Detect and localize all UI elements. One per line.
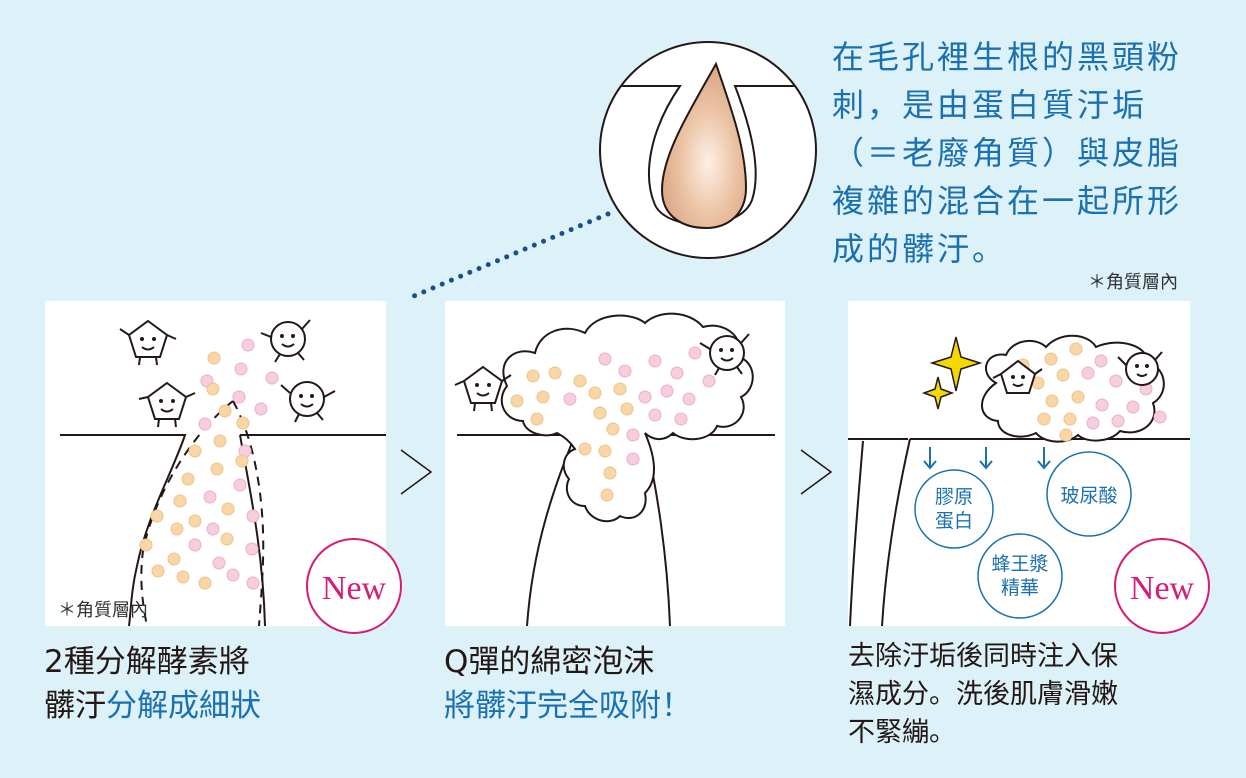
callout-line: 在毛孔裡生根的黑頭粉 [832,38,1183,76]
enzyme-character-pentagon [454,365,512,412]
particle-cluster [510,346,716,502]
enzyme-character-round [699,333,750,376]
panel-foam-absorption [445,301,785,626]
chevron-right-icon [800,449,833,495]
svg-text:玻尿酸: 玻尿酸 [1060,485,1117,507]
caption-line: 濕成分。洗後肌膚滑嫩 [848,679,1118,710]
foam-cloud [500,312,754,523]
svg-text:蛋白: 蛋白 [935,510,973,532]
callout-line: 複雜的混合在一起所形 [832,182,1183,220]
enzyme-character-pentagon [119,319,177,366]
down-arrow-icon [979,447,993,470]
enzyme-character-round [280,381,336,423]
enzyme-character-round [1117,351,1163,386]
svg-text:精華: 精華 [1001,577,1039,599]
caption-line: 髒汙分解成細狀 [44,688,261,724]
enzyme-character-pentagon [138,381,196,428]
blackhead-plug [660,61,748,230]
ingredient-hyaluronic-acid: 玻尿酸 [1046,451,1132,537]
stratum-note-top: ＊角質層內 [1088,272,1178,293]
svg-text:膠原: 膠原 [935,486,973,508]
caption-panel3: 去除汙垢後同時注入保 濕成分。洗後肌膚滑嫩 不緊繃。 [848,638,1118,752]
callout-line: 成的髒汙。 [832,230,1008,268]
caption-panel2: Q彈的綿密泡沫 將髒汙完全吸附！ [444,640,692,728]
particle-cluster [139,338,279,590]
caption-line: 2種分解酵素將 [44,644,250,680]
panel-moisturize: 膠原 蛋白 玻尿酸 蜂王漿 精華 [848,301,1190,626]
dotted-leader [411,211,611,299]
caption-line: 將髒汙完全吸附！ [444,688,692,724]
ingredient-collagen: 膠原 蛋白 [914,469,994,549]
caption-line: 不緊繃。 [848,717,956,748]
down-arrow-icon [923,447,937,470]
stratum-note-panel1: ＊角質層內 [58,600,148,621]
callout-line: 刺，是由蛋白質汙垢 [832,86,1148,124]
panel-enzyme-breakdown [45,301,386,626]
caption-panel1: 2種分解酵素將 髒汙分解成細狀 [44,640,261,728]
callout-line: （＝老廢角質）與皮脂 [832,134,1183,172]
sparkle-icon [929,336,983,392]
chevron-right-icon [400,449,433,495]
enzyme-character-pentagon [992,359,1043,394]
svg-text:蜂王漿: 蜂王漿 [991,553,1048,575]
enzyme-character-round [260,319,311,363]
callout-description: 在毛孔裡生根的黑頭粉 刺，是由蛋白質汙垢 （＝老廢角質）與皮脂 複雜的混合在一起… [832,33,1212,273]
caption-line: 去除汙垢後同時注入保 [848,641,1118,672]
ingredient-royal-jelly: 蜂王漿 精華 [977,533,1063,619]
particle-cluster [1016,342,1167,442]
down-arrow-icon [1037,447,1051,470]
caption-line: Q彈的綿密泡沫 [444,644,655,680]
sparkle-icon [921,376,955,410]
